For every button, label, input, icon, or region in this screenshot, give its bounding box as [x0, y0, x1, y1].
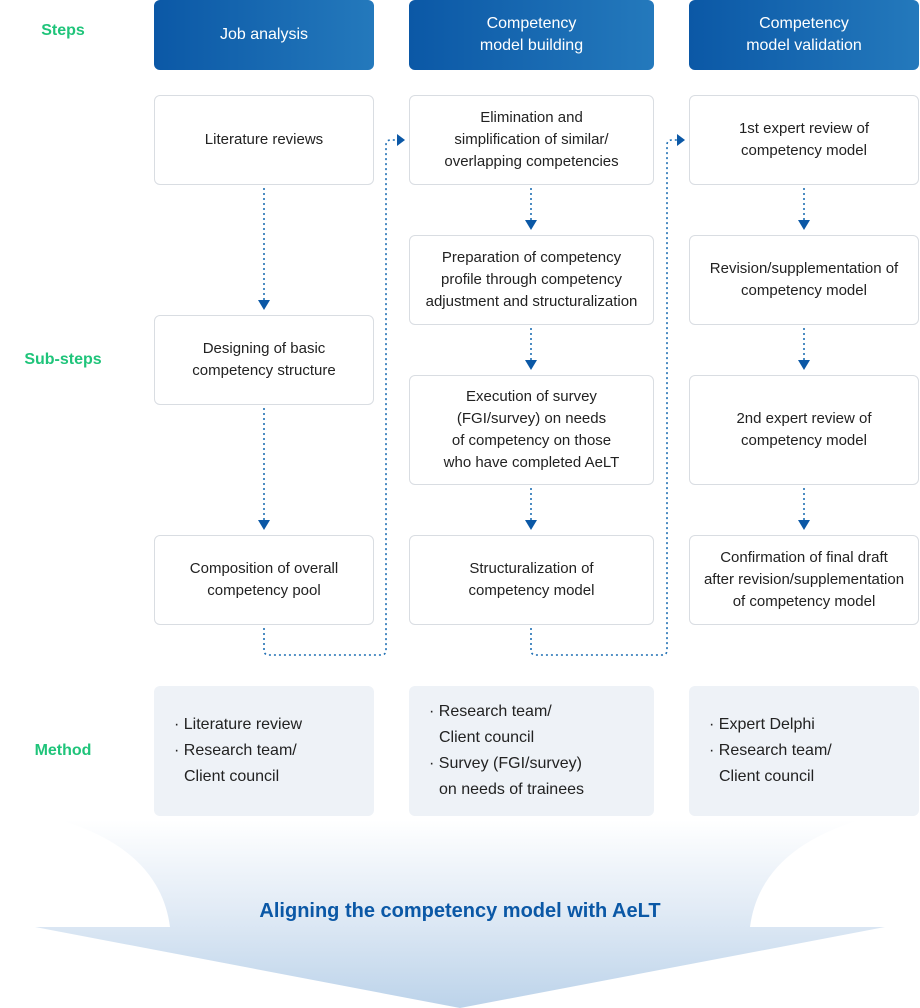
substep-final-draft: Confirmation of final draft after revisi…	[689, 535, 919, 625]
substep-competency-pool: Composition of overall competency pool	[154, 535, 374, 625]
method-box-job-analysis: Literature review Research team/ Client …	[154, 686, 374, 816]
substep-first-expert-review: 1st expert review of competency model	[689, 95, 919, 185]
method-item: Literature review	[174, 712, 302, 738]
method-item: Research team/ Client council	[429, 699, 584, 751]
substep-revision: Revision/supplementation of competency m…	[689, 235, 919, 325]
step-header-job-analysis: Job analysis	[154, 0, 374, 70]
substep-second-expert-review: 2nd expert review of competency model	[689, 375, 919, 485]
step-header-model-building: Competency model building	[409, 0, 654, 70]
arrow-head	[258, 300, 270, 310]
arrow-head	[798, 360, 810, 370]
sub-steps-label: Sub-steps	[24, 351, 102, 368]
substep-structuralization: Structuralization of competency model	[409, 535, 654, 625]
arrow-head	[798, 220, 810, 230]
arrow-head	[525, 220, 537, 230]
substep-literature-reviews: Literature reviews	[154, 95, 374, 185]
method-label: Method	[34, 742, 92, 759]
arrow-head	[525, 360, 537, 370]
arrow-head	[397, 134, 405, 146]
method-box-model-building: Research team/ Client council Survey (FG…	[409, 686, 654, 816]
method-item: Research team/ Client council	[709, 738, 832, 790]
substep-elimination: Elimination and simplification of simila…	[409, 95, 654, 185]
steps-label: Steps	[41, 22, 85, 39]
method-item: Expert Delphi	[709, 712, 832, 738]
method-item: Survey (FGI/survey) on needs of trainees	[429, 751, 584, 803]
arrow-head	[677, 134, 685, 146]
substep-survey-execution: Execution of survey (FGI/survey) on need…	[409, 375, 654, 485]
arrow-head	[798, 520, 810, 530]
substep-basic-structure: Designing of basic competency structure	[154, 315, 374, 405]
arrow-head	[258, 520, 270, 530]
method-box-model-validation: Expert Delphi Research team/ Client coun…	[689, 686, 919, 816]
substep-profile-preparation: Preparation of competency profile throug…	[409, 235, 654, 325]
banner-title: Aligning the competency model with AeLT	[259, 900, 661, 922]
step-header-model-validation: Competency model validation	[689, 0, 919, 70]
arrow-head	[525, 520, 537, 530]
method-item: Research team/ Client council	[174, 738, 302, 790]
